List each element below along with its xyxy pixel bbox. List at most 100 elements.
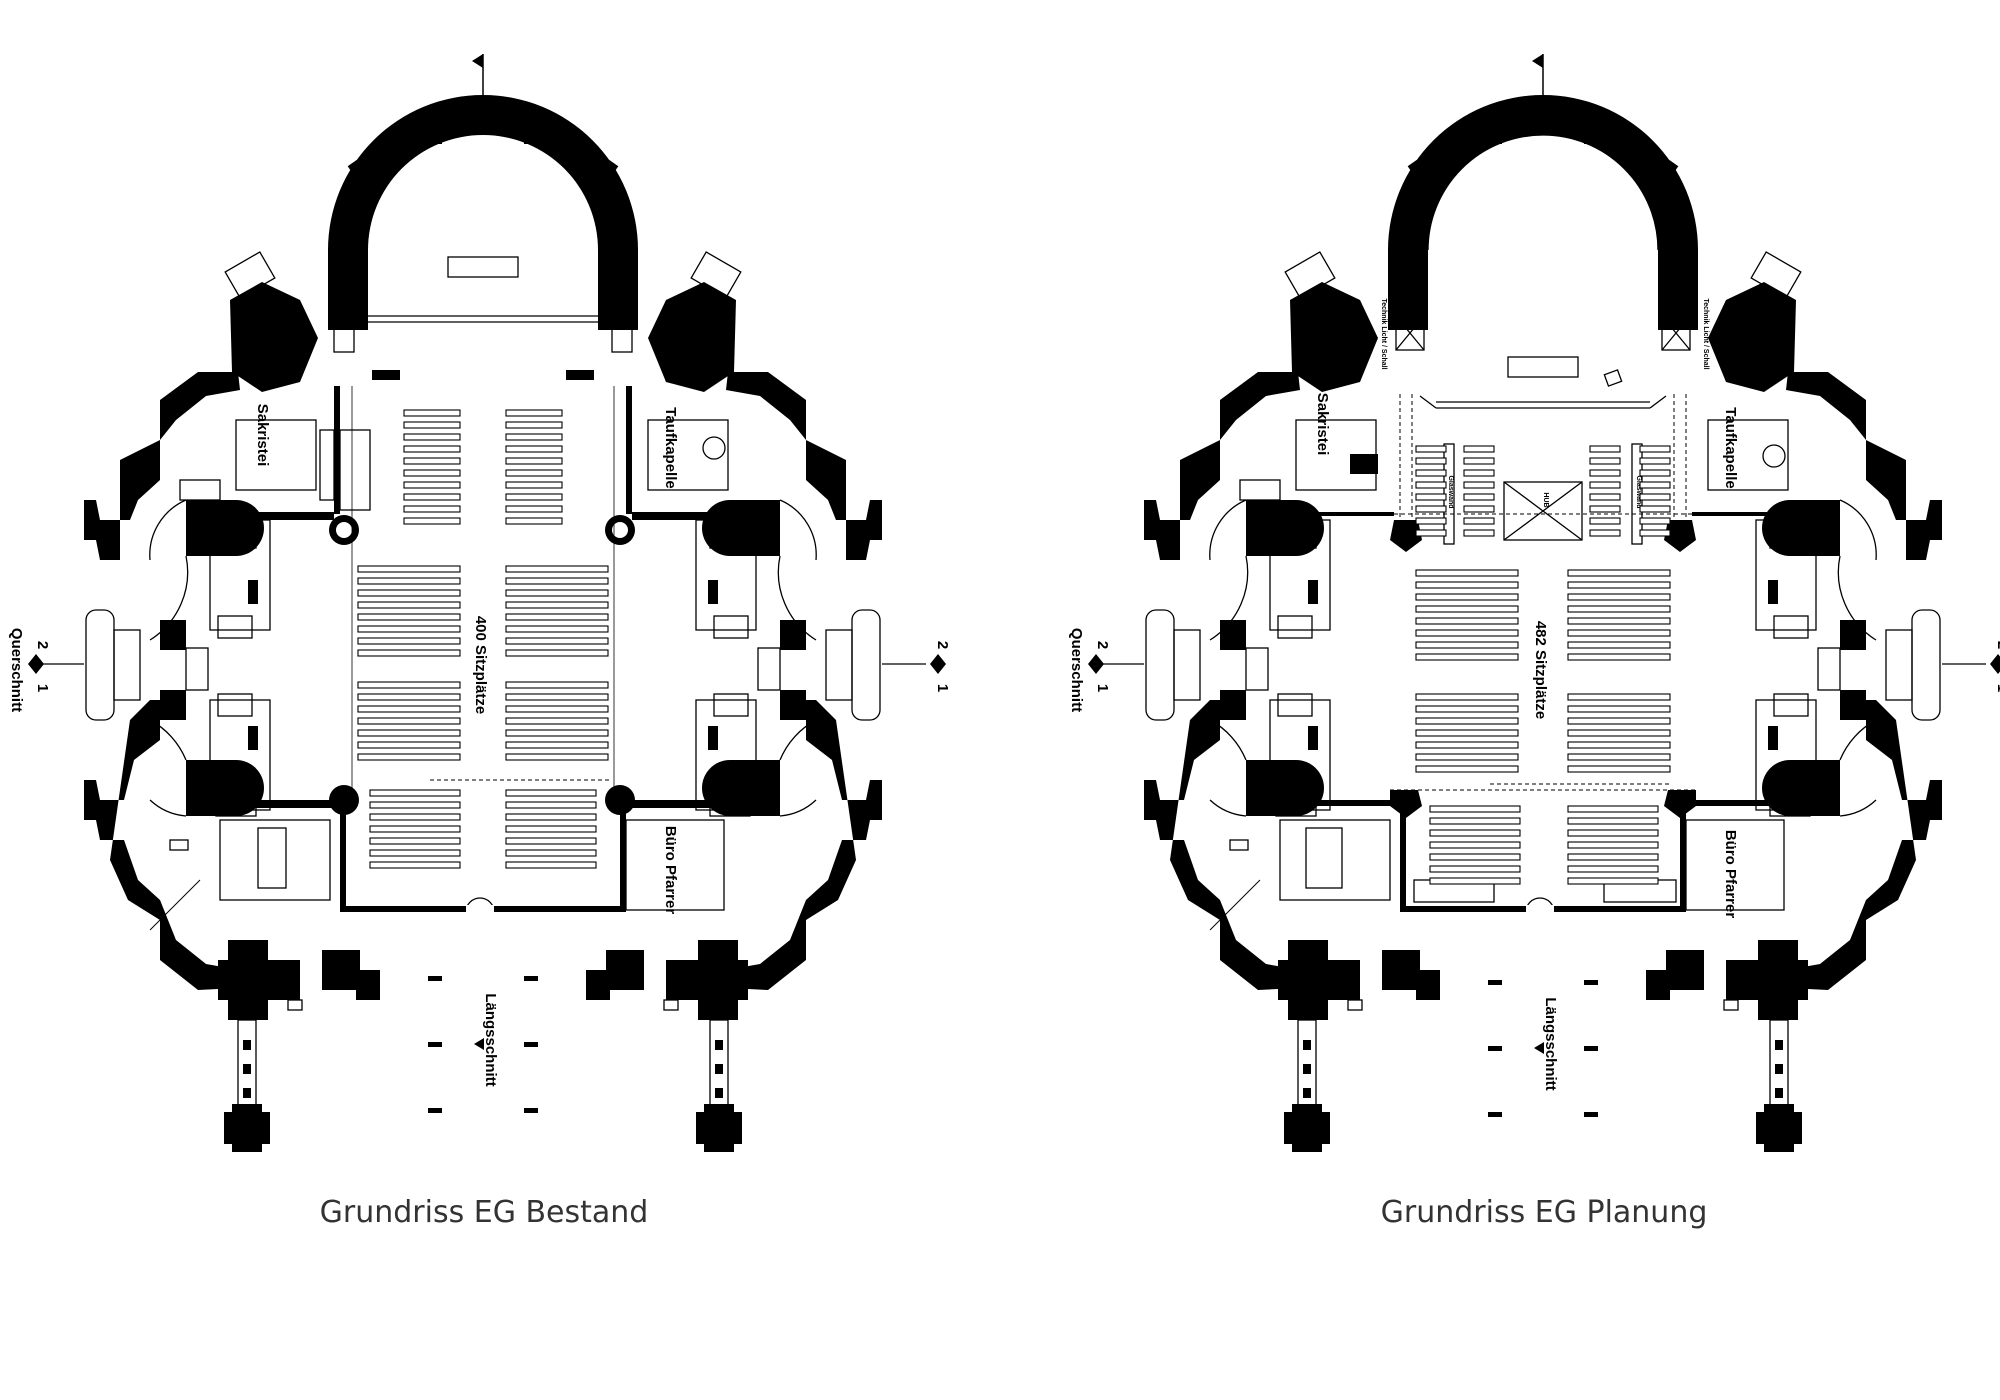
pew [505, 729, 609, 737]
pew [1415, 517, 1447, 525]
pew [1639, 517, 1671, 525]
pew [1429, 841, 1521, 849]
pew [357, 729, 461, 737]
pew [369, 825, 461, 833]
pew [505, 421, 563, 429]
floor-plan-bestand: 2 1 Querschnitt 2 1 Sakristei Taufkapell… [8, 54, 951, 1230]
pew [1567, 741, 1671, 749]
pew [1589, 469, 1621, 477]
pew [1589, 517, 1621, 525]
pew [505, 825, 597, 833]
section-marker-right: 2 1 [1942, 641, 2000, 692]
pew [1415, 617, 1519, 625]
pew [1415, 653, 1519, 661]
pew [403, 421, 461, 429]
pew [1463, 517, 1495, 525]
pew [1589, 493, 1621, 501]
pew [1415, 705, 1519, 713]
pew [357, 637, 461, 645]
pew [1415, 505, 1447, 513]
pew [1415, 593, 1519, 601]
pew [403, 493, 461, 501]
north-arrow-icon [472, 54, 484, 102]
pew [1567, 765, 1671, 773]
pew [1639, 505, 1671, 513]
pew [1429, 829, 1521, 837]
pew [403, 469, 461, 477]
pew [357, 705, 461, 713]
pew [369, 861, 461, 869]
pew [505, 649, 609, 657]
pew [1415, 765, 1519, 773]
pew [1463, 505, 1495, 513]
room-label-taufkapelle: Taufkapelle [1722, 407, 1739, 488]
pew [357, 753, 461, 761]
pew [505, 589, 609, 597]
technik-label-left: Technik Licht / Schall [1380, 298, 1387, 369]
section-label-cross: Querschnitt [8, 628, 25, 712]
pew [505, 517, 563, 525]
section-marker-right-bottom: 1 [934, 684, 951, 692]
pew [1567, 653, 1671, 661]
pew [1463, 457, 1495, 465]
pew [505, 481, 563, 489]
room-label-taufkapelle: Taufkapelle [662, 407, 679, 488]
pew [1567, 817, 1659, 825]
pew [505, 717, 609, 725]
section-marker-left: 2 1 Querschnitt [8, 628, 84, 712]
pew [505, 613, 609, 621]
pew [1589, 529, 1621, 537]
pew [1567, 841, 1659, 849]
plan-caption: Grundriss EG Bestand [320, 1195, 649, 1230]
plan-caption: Grundriss EG Planung [1381, 1195, 1708, 1230]
pew [505, 849, 597, 857]
pew [403, 433, 461, 441]
section-marker-left-bottom: 1 [34, 684, 51, 692]
pew [357, 693, 461, 701]
pew [505, 409, 563, 417]
pew [1567, 581, 1671, 589]
pew [1415, 581, 1519, 589]
pew [357, 589, 461, 597]
pew [1415, 493, 1447, 501]
pew [1567, 805, 1659, 813]
section-marker-left-top: 2 [1094, 641, 1111, 649]
pew [1429, 877, 1521, 885]
pew [369, 849, 461, 857]
section-marker-left-top: 2 [34, 641, 51, 649]
pew [357, 717, 461, 725]
pew [1589, 457, 1621, 465]
section-label-long: Längsschnitt [1542, 997, 1559, 1090]
pew [1567, 877, 1659, 885]
pew [1463, 481, 1495, 489]
room-label-sakristei: Sakristei [1314, 393, 1331, 456]
pew [357, 649, 461, 657]
pew [1415, 641, 1519, 649]
pew [1415, 569, 1519, 577]
pew [1415, 741, 1519, 749]
section-marker-right-top: 2 [934, 641, 951, 649]
ventilation-label: Lüftung [1656, 195, 1663, 221]
pew [1415, 753, 1519, 761]
north-arrow-icon [1532, 54, 1544, 102]
pew [1415, 717, 1519, 725]
pew [357, 565, 461, 573]
pew [505, 801, 597, 809]
section-marker-right-top: 2 [1994, 641, 2000, 649]
seat-count-label: 400 Sitzplätze [472, 616, 489, 714]
pew [505, 601, 609, 609]
pew [1463, 469, 1495, 477]
pew [1567, 853, 1659, 861]
pew [1589, 481, 1621, 489]
pew [1589, 445, 1621, 453]
pew [505, 433, 563, 441]
pew [505, 625, 609, 633]
floor-plan-planung: Lüftung Technik Licht / Schall Technik L… [1068, 54, 2000, 1230]
seat-count-label: 482 Sitzplätze [1532, 621, 1549, 719]
pew [505, 837, 597, 845]
pew-seating [357, 409, 609, 869]
pew [1589, 505, 1621, 513]
pew [1567, 865, 1659, 873]
pew [505, 469, 563, 477]
pew [1567, 705, 1671, 713]
